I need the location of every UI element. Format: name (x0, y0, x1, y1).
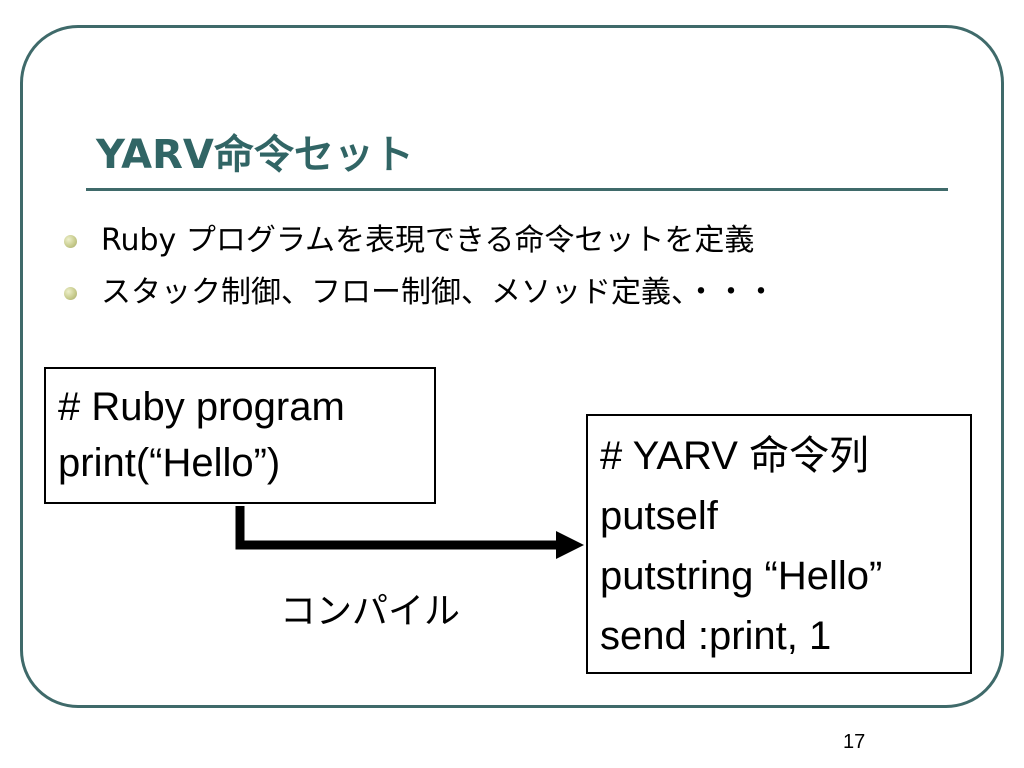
bullet-dot-icon (64, 235, 77, 248)
title-underline (86, 188, 948, 191)
ruby-code-box: # Ruby program print(“Hello”) (44, 367, 436, 504)
yarv-code-line: # YARV 命令列 (600, 434, 869, 478)
bullet-dot-icon (64, 287, 77, 300)
page-number: 17 (843, 731, 866, 753)
yarv-code-line: send :print, 1 (600, 614, 832, 658)
slide-title: YARV命令セット (96, 132, 414, 178)
slide-frame (20, 25, 1004, 708)
ruby-code-line: print(“Hello”) (58, 441, 281, 485)
compile-label: コンパイル (280, 591, 461, 632)
yarv-code-line: putself (600, 494, 718, 538)
yarv-code-box: # YARV 命令列 putself putstring “Hello” sen… (586, 414, 972, 674)
bullet-text: スタック制御、フロー制御、メソッド定義、・・・ (101, 275, 776, 310)
bullet-text: Ruby プログラムを表現できる命令セットを定義 (101, 223, 755, 258)
ruby-code-line: # Ruby program (58, 385, 345, 429)
yarv-code-line: putstring “Hello” (600, 554, 883, 598)
